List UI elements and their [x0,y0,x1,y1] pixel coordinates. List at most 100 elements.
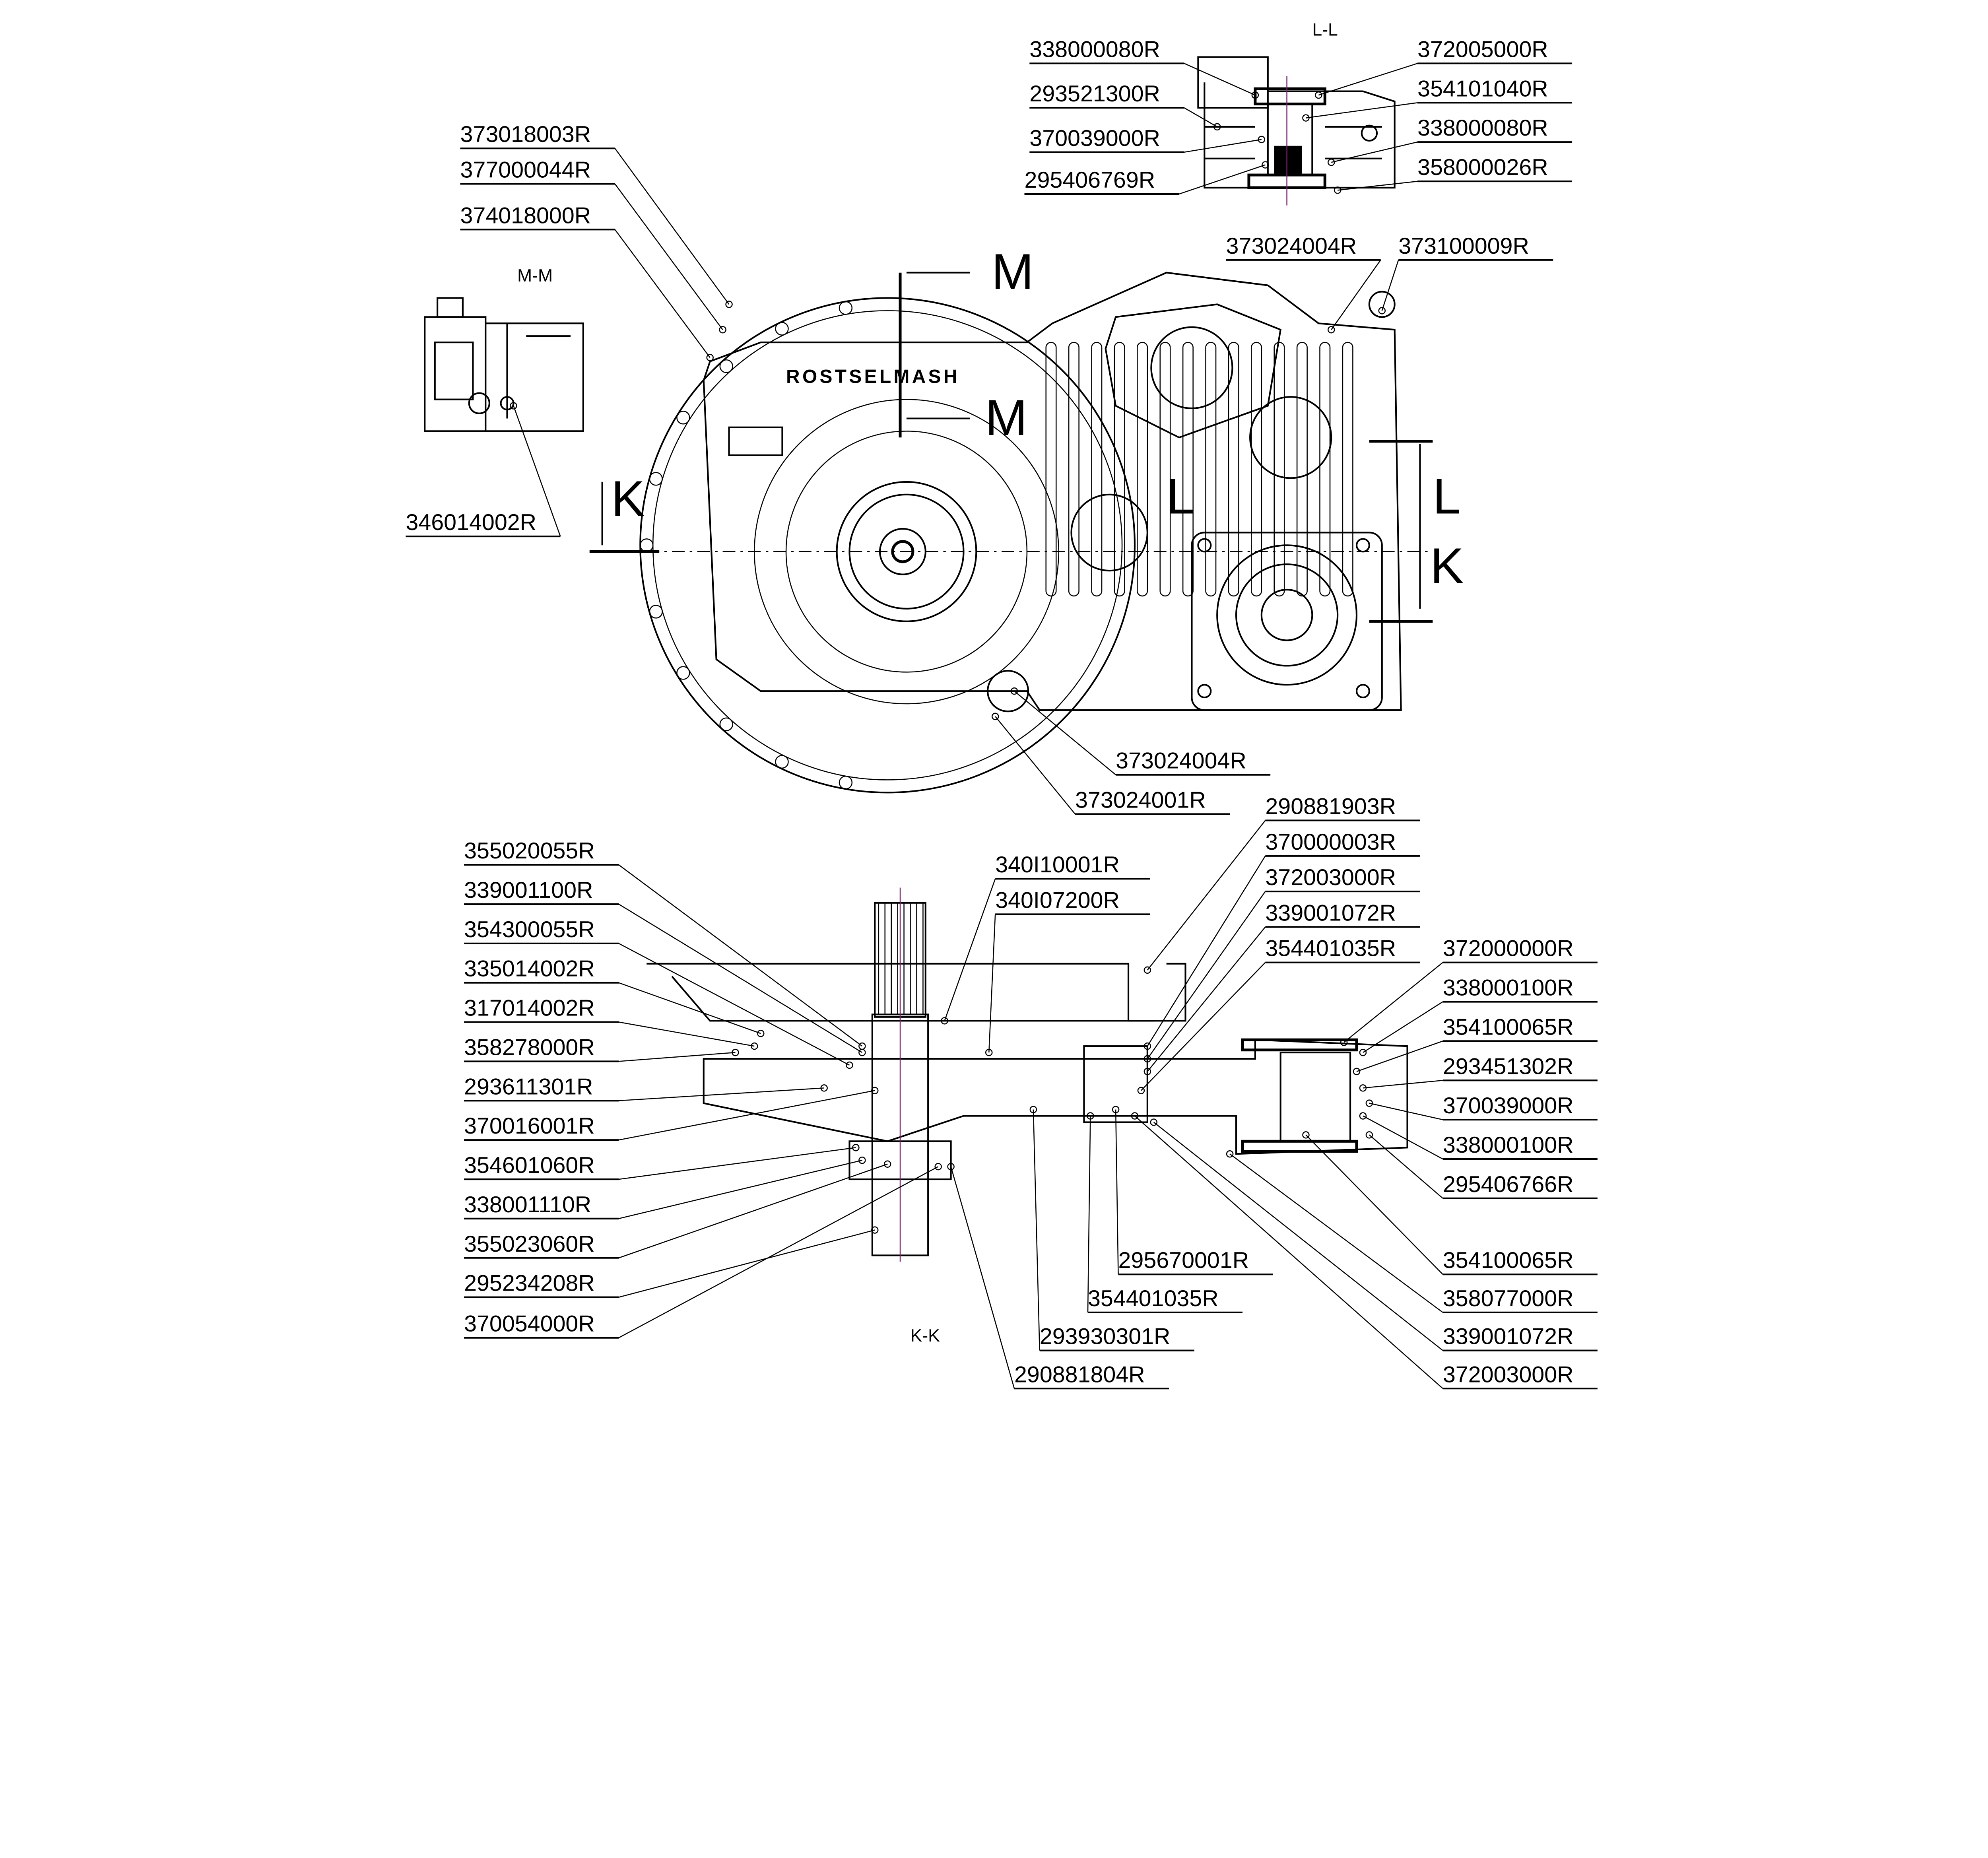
leader-target [1137,1087,1145,1095]
leader-line [618,1166,939,1338]
part-callout: 293451302R [1359,1054,1598,1092]
part-callout: 372005000R [1315,37,1573,99]
part-number-label[interactable]: 290881804R [1014,1362,1145,1387]
leader-target [1087,1112,1094,1120]
part-number-label[interactable]: 354401035R [1088,1286,1219,1311]
part-callout: 354300055R [464,917,853,1069]
leader-line [1363,1079,1443,1089]
part-number-label[interactable]: 293930301R [1040,1324,1171,1349]
part-number-label[interactable]: 338000080R [1417,115,1548,141]
part-number-label[interactable]: 370016001R [464,1113,595,1139]
leader-target [846,1061,853,1069]
part-number-label[interactable]: 355020055R [464,838,595,864]
part-number-label[interactable]: 358077000R [1443,1286,1574,1311]
part-callout: 340I10001R [941,852,1150,1025]
part-number-label[interactable]: 339001072R [1265,900,1396,926]
part-number-label[interactable]: 338000100R [1443,975,1574,1001]
leader-target [1262,161,1269,169]
part-number-label[interactable]: 335014002R [464,956,595,982]
part-number-label[interactable]: 339001100R [464,878,593,903]
leader-line [1147,820,1266,971]
leader-target [1327,158,1335,166]
section-mm-drawing: M-M [424,266,584,432]
part-callout: 355020055R [464,838,866,1050]
part-number-label[interactable]: 358000026R [1417,155,1548,180]
part-number-label[interactable]: 373024004R [1226,233,1357,259]
part-callout: 372003000R [1143,865,1420,1063]
part-callout: 377000044R [460,157,726,334]
part-number-label[interactable]: 340I10001R [995,852,1120,878]
part-number-label[interactable]: 354100065R [1443,1014,1574,1040]
leader-line [618,1147,856,1180]
leader-line [1331,260,1381,330]
part-number-label[interactable]: 372005000R [1417,37,1548,62]
part-number-label[interactable]: 293611301R [464,1074,593,1099]
leader-line [619,1052,736,1062]
section-ll-drawing: L-L [1197,20,1396,206]
part-number-label[interactable]: 370039000R [1443,1093,1574,1118]
part-number-label[interactable]: 354101040R [1417,76,1548,101]
part-number-label[interactable]: 373018003R [460,122,591,147]
part-number-label[interactable]: 338001110R [464,1192,591,1217]
part-number-label[interactable]: 354601060R [464,1153,595,1178]
leader-line [618,903,863,1053]
leader-target [1302,1131,1310,1139]
part-number-label[interactable]: 373024001R [1075,788,1206,813]
part-number-label[interactable]: 338000080R [1029,37,1160,62]
leader-line [1140,962,1266,1091]
part-number-label[interactable]: 339001072R [1443,1324,1574,1349]
leader-target [751,1042,758,1050]
leader-target [1378,307,1386,315]
part-number-label[interactable]: 373024004R [1116,748,1246,774]
part-number-label[interactable]: 354300055R [464,917,595,942]
leader-target [1226,1150,1234,1158]
gearbox-housing-drawing: ROSTSELMASH M M K L K L [589,244,1464,794]
part-number-label[interactable]: 372000000R [1443,936,1574,961]
part-callout: 370054000R [464,1163,942,1339]
part-number-label[interactable]: 346014002R [406,510,536,535]
leader-line [618,1090,875,1141]
part-number-label[interactable]: 372003000R [1265,865,1396,890]
part-number-label[interactable]: 373100009R [1398,233,1529,259]
part-number-label[interactable]: 295406766R [1443,1172,1574,1197]
part-number-label[interactable]: 295234208R [464,1271,595,1296]
leader-line [619,1087,824,1101]
leader-target [1302,114,1310,122]
leader-line [1014,691,1116,775]
part-callout: 354401035R [1137,936,1420,1095]
part-number-label[interactable]: 290881903R [1265,794,1396,819]
part-number-label[interactable]: 370039000R [1029,126,1160,151]
leader-target [1029,1106,1037,1113]
leader-target [510,402,517,410]
part-number-label[interactable]: 374018000R [460,203,591,228]
part-number-label[interactable]: 370000003R [1265,829,1396,855]
part-callout: 354101040R [1302,76,1573,122]
leader-line [1033,1109,1041,1351]
part-callout: 293611301R [464,1074,828,1102]
part-callout: 290881903R [1143,794,1420,974]
section-mark-m-top: M [992,244,1034,300]
part-number-label[interactable]: 377000044R [460,157,591,182]
leader-line [944,878,996,1021]
part-number-label[interactable]: 355023060R [464,1231,595,1257]
part-number-label[interactable]: 370054000R [464,1311,595,1337]
part-callout: 338000100R [1359,1112,1598,1160]
part-number-label[interactable]: 295670001R [1118,1248,1249,1273]
part-number-label[interactable]: 340I07200R [995,888,1120,913]
part-callout: 295670001R [1112,1106,1273,1276]
part-callout: 290881804R [947,1163,1169,1390]
part-number-label[interactable]: 293521300R [1029,81,1160,107]
leader-line [1134,1115,1443,1389]
part-number-label[interactable]: 293451302R [1443,1054,1574,1079]
part-number-label[interactable]: 354401035R [1265,936,1396,961]
part-callout: 295234208R [464,1226,879,1298]
part-number-label[interactable]: 372003000R [1443,1362,1574,1387]
part-number-label[interactable]: 338000100R [1443,1132,1574,1158]
part-callout: 293521300R [1029,81,1221,131]
part-number-label[interactable]: 354100065R [1443,1248,1574,1273]
leader-target [725,301,733,308]
part-callout: 354401035R [1087,1112,1242,1313]
part-number-label[interactable]: 317014002R [464,996,595,1021]
part-number-label[interactable]: 295406769R [1025,167,1155,193]
part-number-label[interactable]: 358278000R [464,1035,595,1060]
